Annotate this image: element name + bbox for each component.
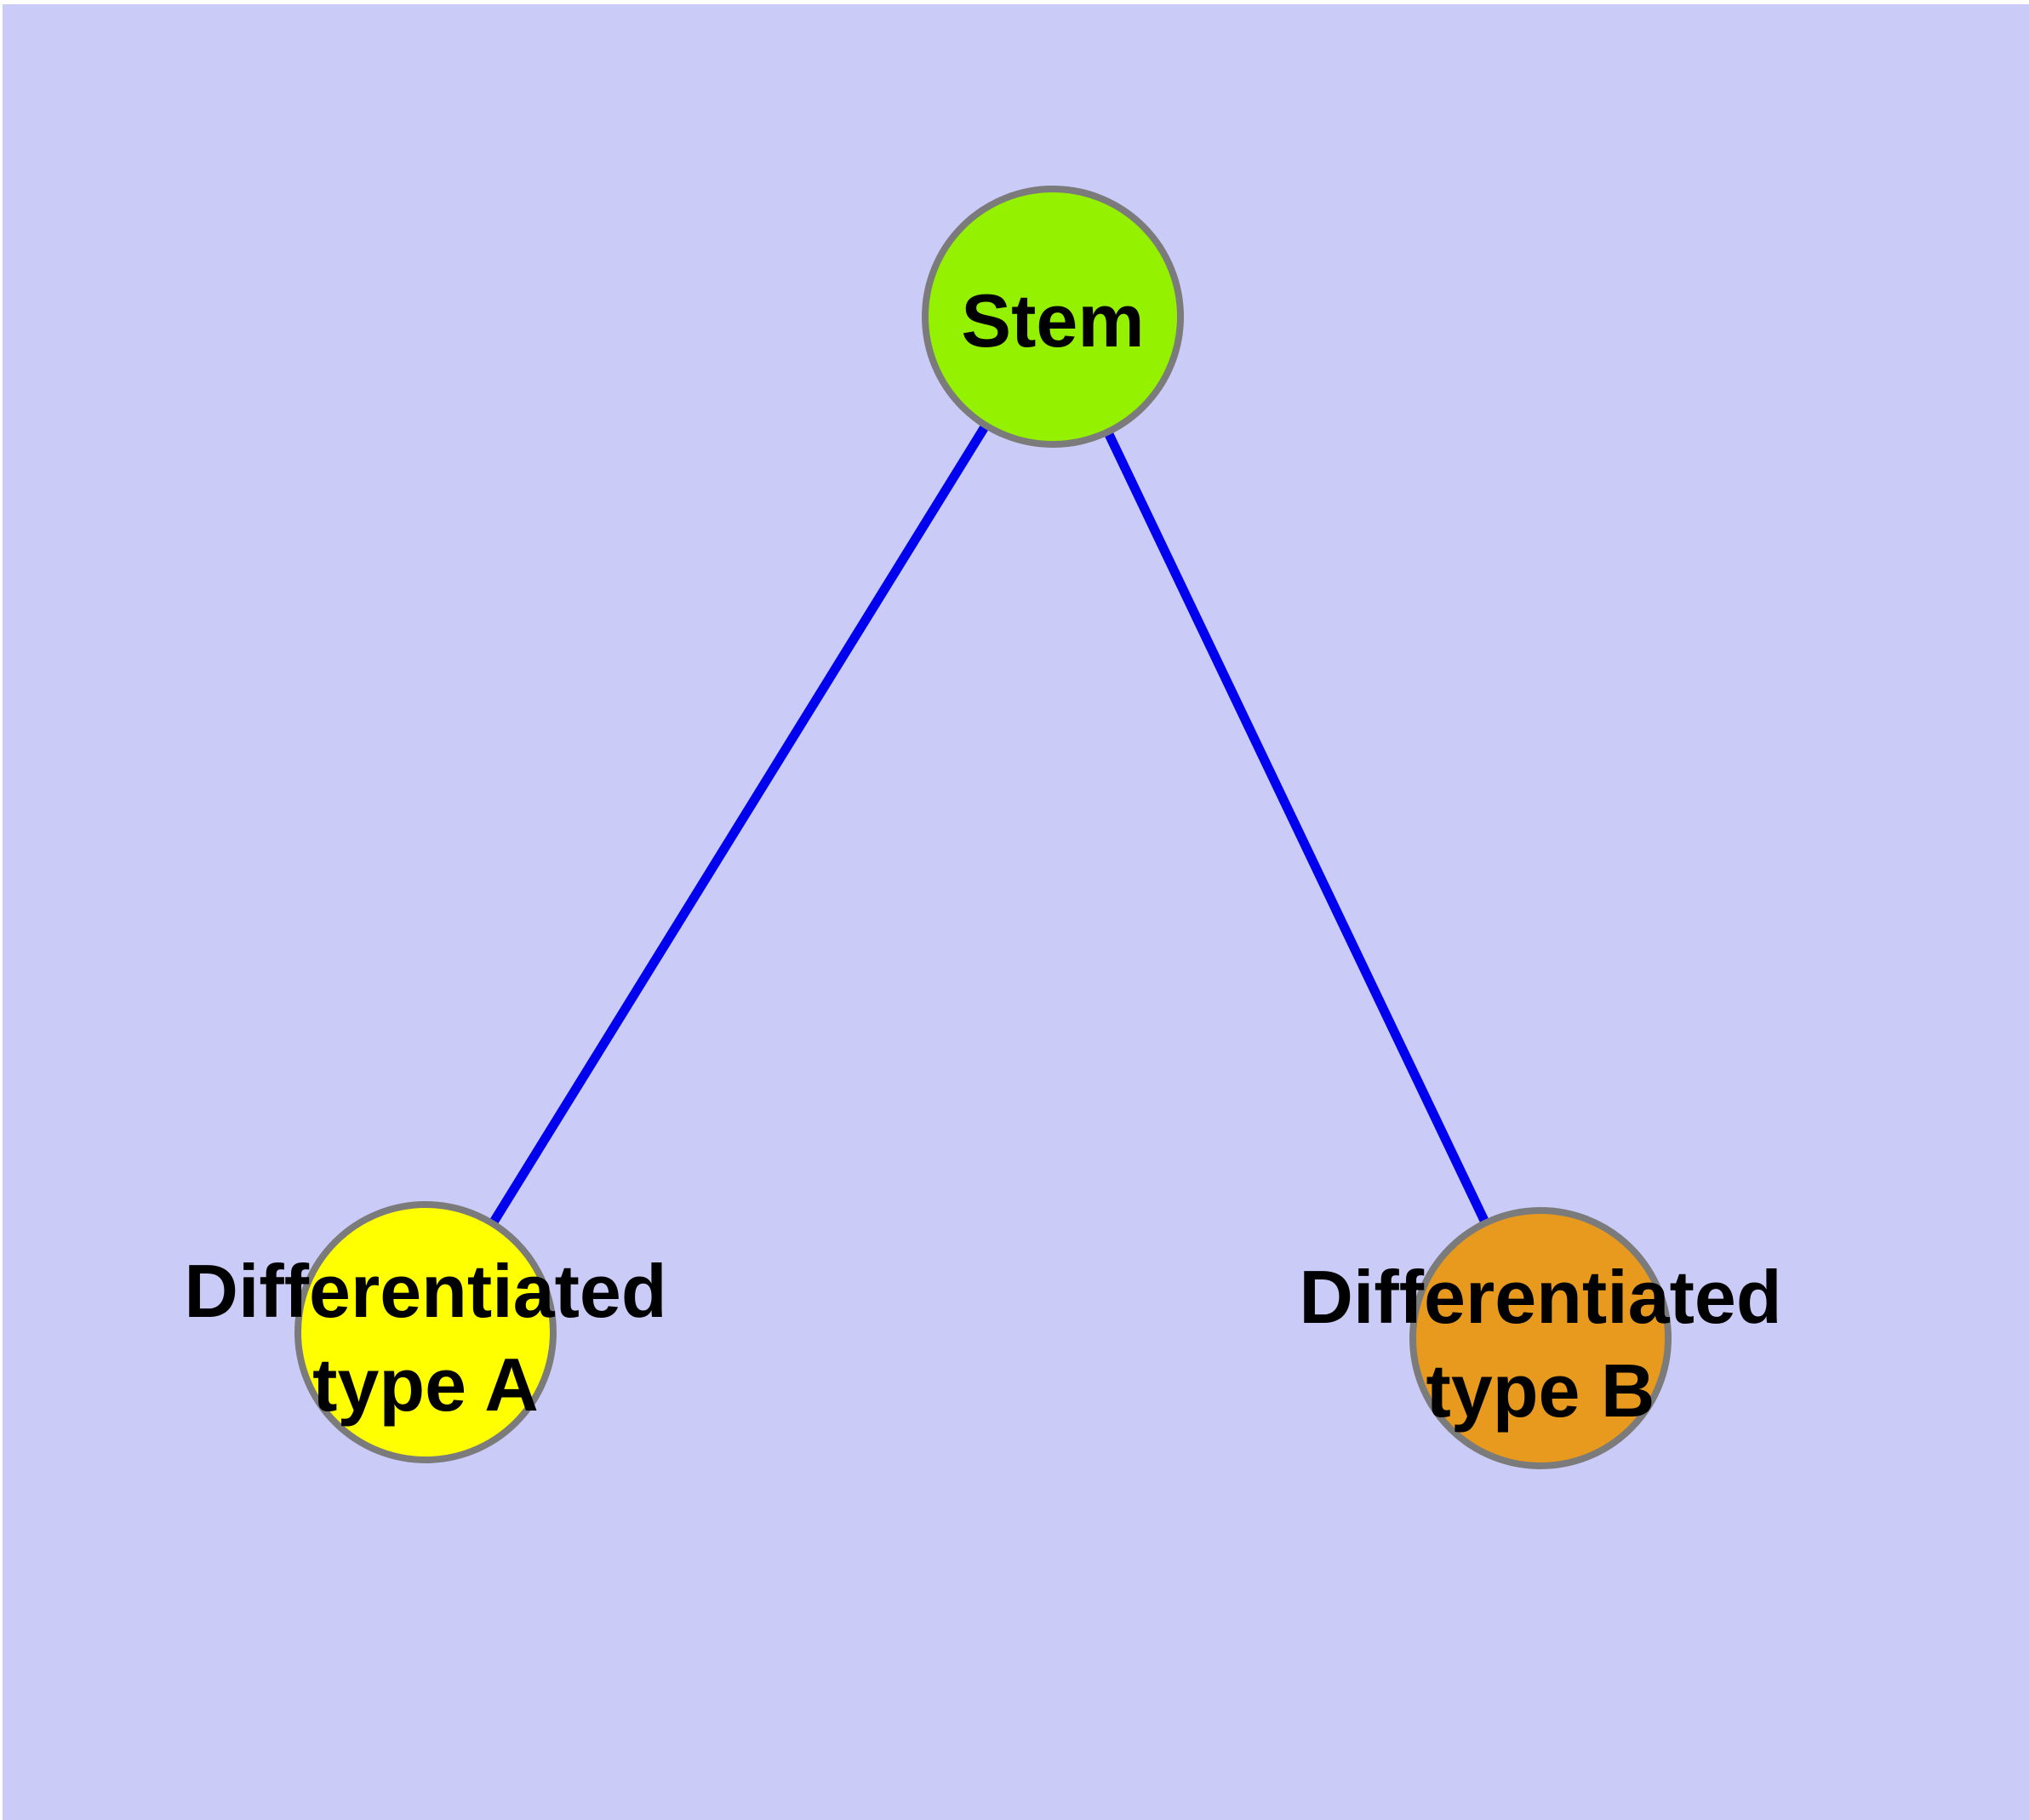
node-type-a-label-line2: type A [312,1342,539,1427]
edge-stem-to-typeA [421,314,1057,1335]
node-stem-label: Stem [961,278,1144,363]
node-type-b-label-line1: Differentiated [1299,1255,1781,1339]
edge-stem-to-typeB [1049,314,1545,1341]
node-differentiated-type-b [1409,1207,1672,1469]
node-stem [922,186,1184,448]
node-type-b-label-line2: type B [1426,1348,1655,1433]
node-differentiated-type-a [294,1201,557,1463]
node-type-a-label-line1: Differentiated [184,1249,666,1333]
